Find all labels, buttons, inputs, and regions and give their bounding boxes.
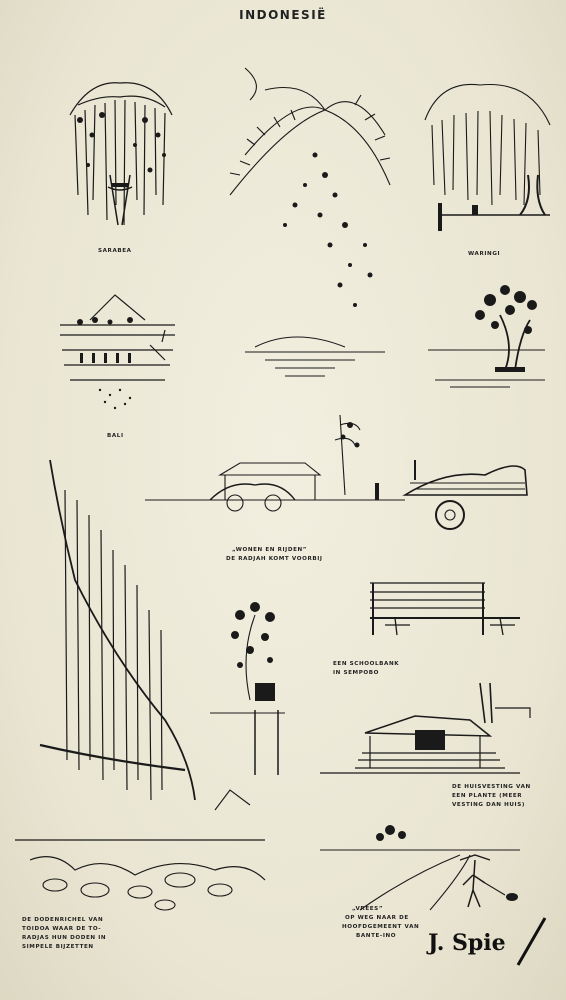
caption-vrees-line4: BANTE-INO xyxy=(356,933,397,939)
caption-sarabea: SARABEA xyxy=(98,248,132,254)
shoreline-tree-sketch xyxy=(428,285,545,388)
page-title: INDONESIË xyxy=(239,8,327,22)
plantation-house-sketch xyxy=(320,682,531,774)
school-bench-sketch xyxy=(370,582,520,636)
statue-tree-sketch xyxy=(210,602,285,775)
wonen-en-rijden-sketch xyxy=(145,414,528,530)
caption-wonen-line2: DE RADJAH KOMT VOORBIJ xyxy=(226,556,323,562)
caption-wonen-line1: „WONEN EN RIJDEN” xyxy=(232,547,308,553)
waringi-tree-sketch xyxy=(424,83,551,231)
caption-schoolbank-line1: EEN SCHOOLBANK xyxy=(333,661,400,667)
caption-huisvesting-line3: VESTING DAN HUIS) xyxy=(452,802,525,808)
vrees-road-sketch xyxy=(320,825,520,911)
sarabea-tree-sketch xyxy=(69,82,173,226)
caption-schoolbank-line2: IN SEMPOBO xyxy=(333,670,380,676)
caption-dodenrichel-line4: SIMPELE BIJZETTEN xyxy=(22,944,94,950)
caption-bali: BALI xyxy=(107,433,124,439)
bali-terraces-sketch xyxy=(60,294,175,410)
caption-vrees-line2: OP WEG NAAR DE xyxy=(345,915,409,921)
caption-dodenrichel-line1: DE DODENRICHEL VAN xyxy=(22,917,104,923)
caption-dodenrichel-line3: RADJAS HUN DODEN IN xyxy=(22,935,107,941)
caption-vrees-line1: „VREES” xyxy=(352,906,384,912)
caption-waringi: WARINGI xyxy=(468,251,501,257)
burial-cliff-sketch xyxy=(15,459,266,911)
caption-dodenrichel-line2: TOIDOA WAAR DE TO- xyxy=(22,926,102,932)
signature-flourish xyxy=(516,917,547,966)
artist-signature: J. Spie xyxy=(428,930,506,956)
caption-huisvesting-line2: EEN PLANTE (MEER xyxy=(452,793,523,799)
caption-vrees-line3: HOOFDGEMEENT VAN xyxy=(342,924,420,930)
palm-tree-sketch xyxy=(229,67,391,377)
caption-huisvesting-line1: DE HUISVESTING VAN xyxy=(452,784,531,790)
